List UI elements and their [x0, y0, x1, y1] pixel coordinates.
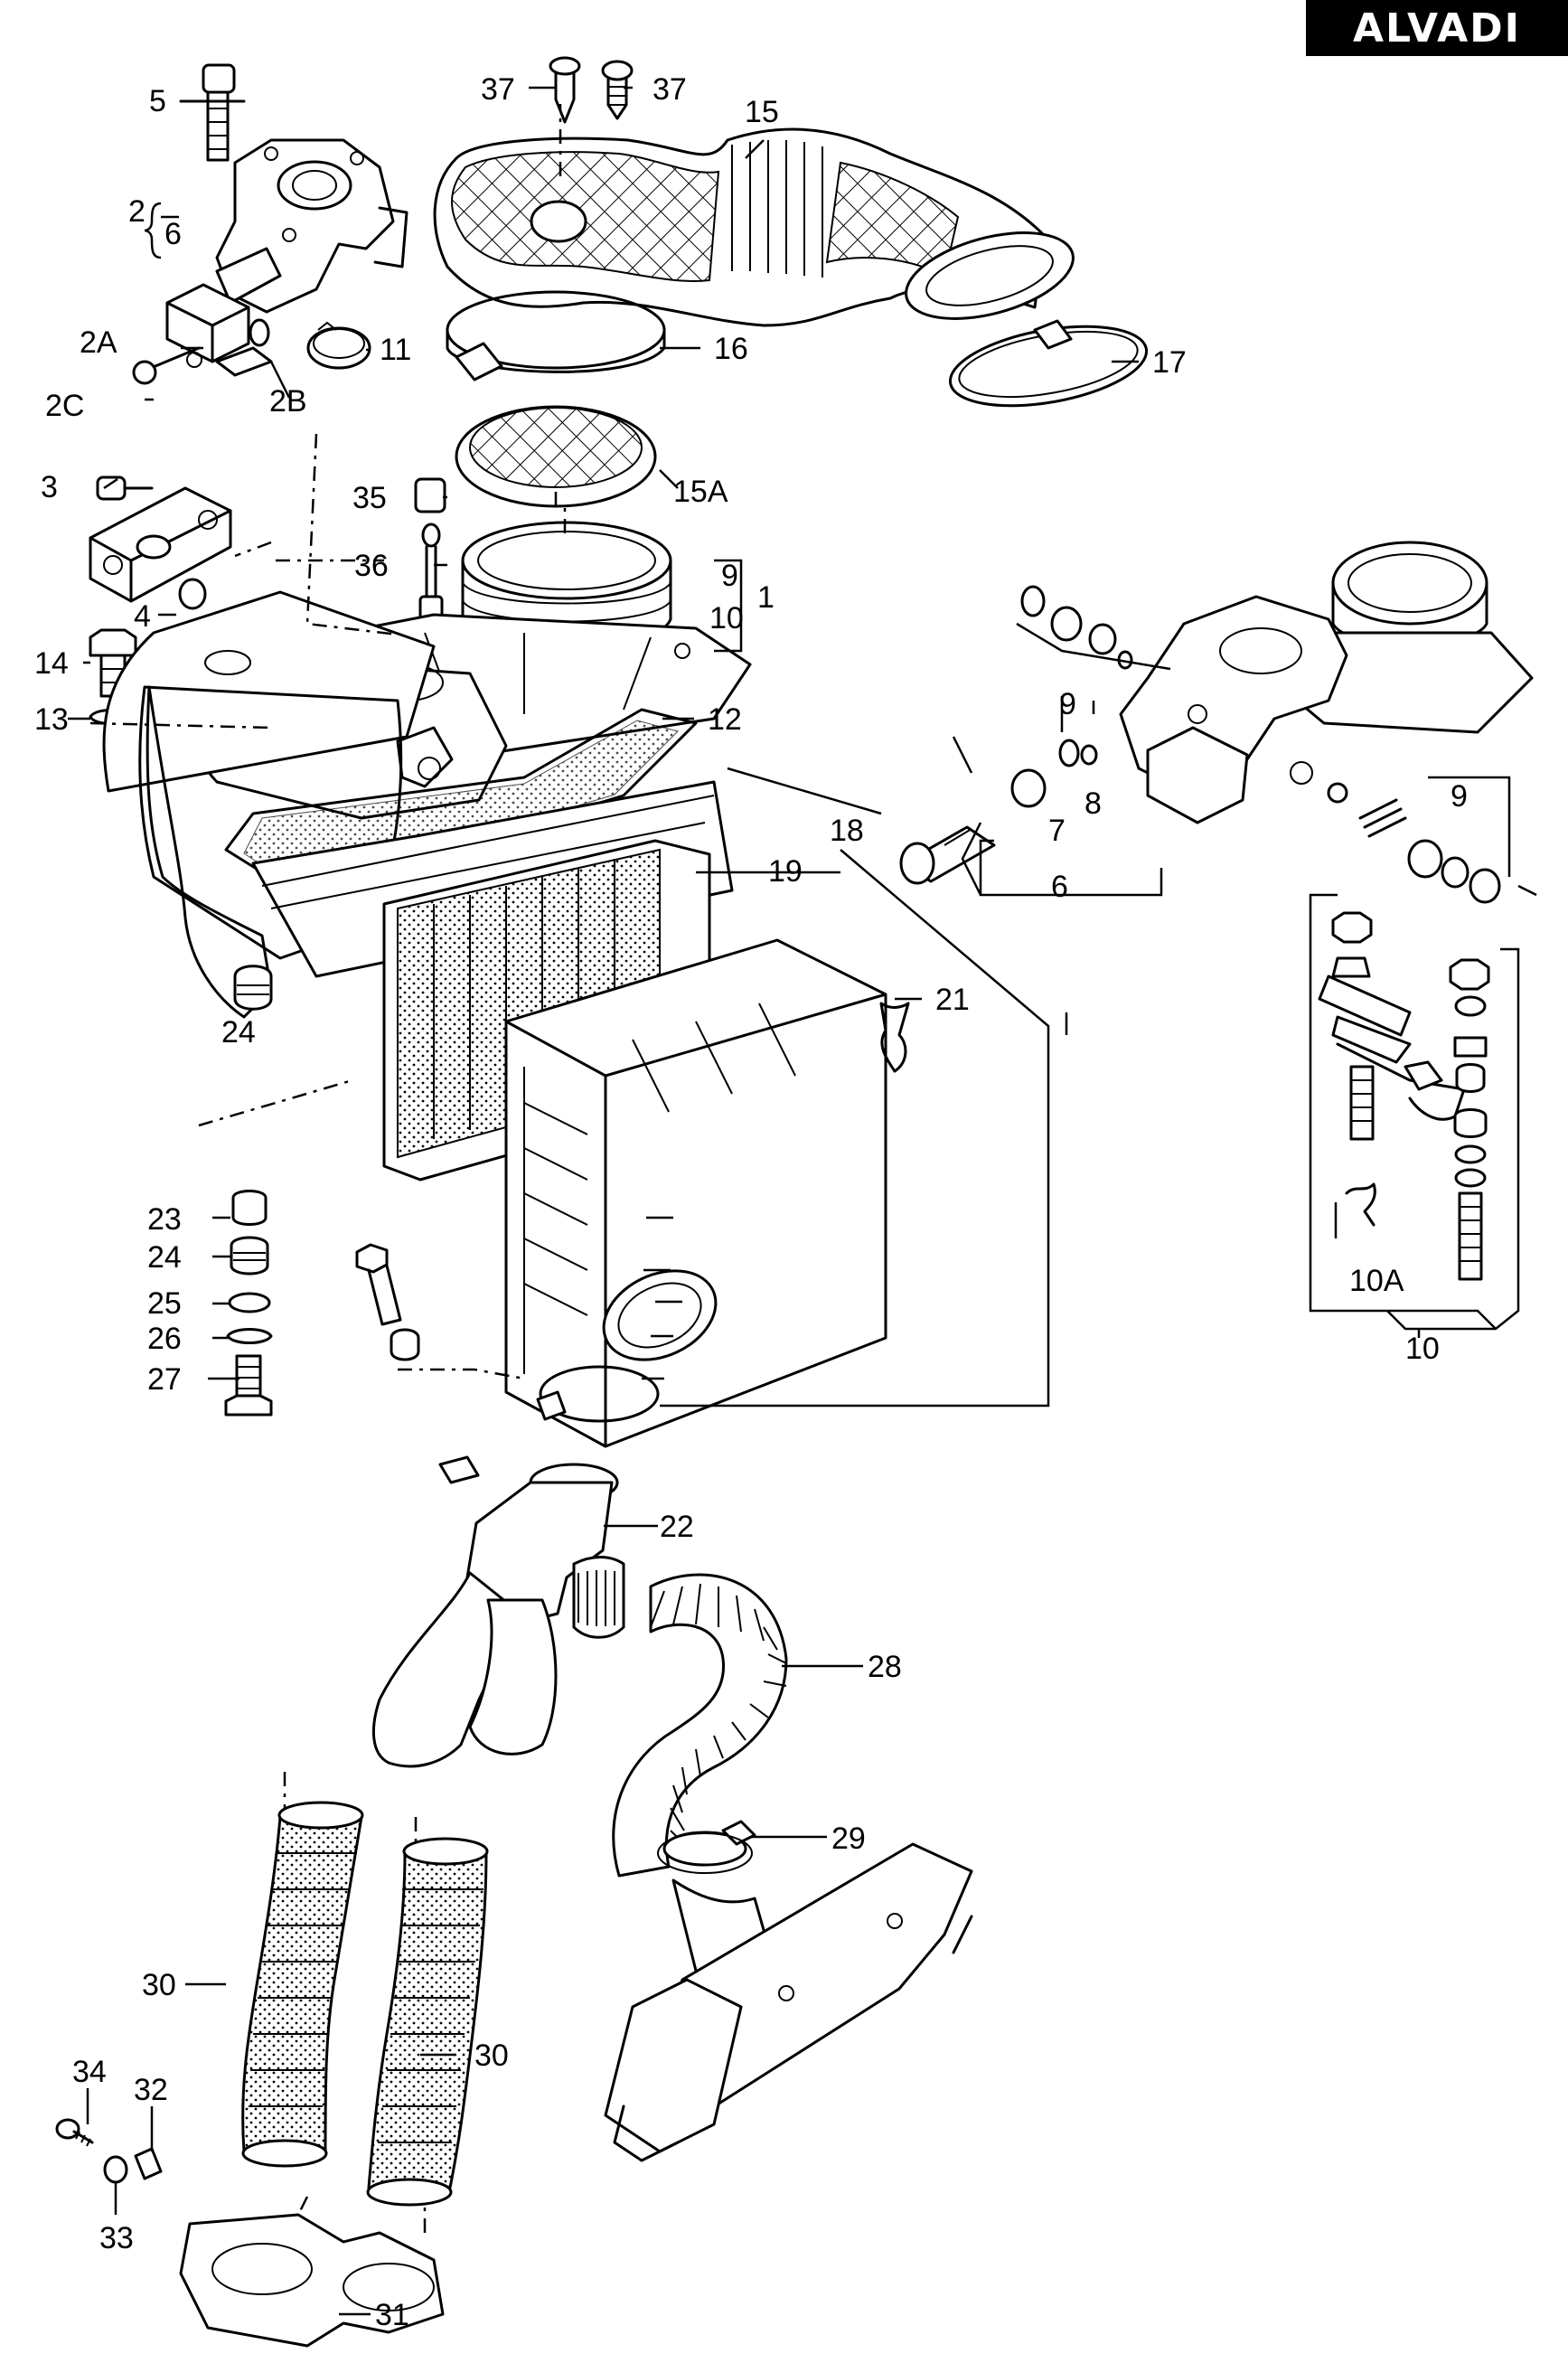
- part-labels: 5 2 6 2A 2C 2B 11 37 37 15 16 17 3 35 15…: [34, 72, 1468, 2332]
- label-24b: 24: [147, 1240, 182, 1275]
- part-31-flange: [179, 2213, 445, 2348]
- label-33: 33: [99, 2221, 134, 2255]
- part-30-hose-b: [366, 1837, 489, 2207]
- part-29-clamp: [657, 1820, 756, 1874]
- label-2A: 2A: [80, 325, 117, 360]
- part-23-cap: [231, 1190, 268, 1226]
- label-13: 13: [34, 702, 69, 737]
- label-28: 28: [868, 1650, 902, 1684]
- label-15: 15: [745, 95, 779, 129]
- label-9b: 9: [1059, 687, 1076, 721]
- part-4-ring: [178, 578, 207, 610]
- part-mount-bolt: [355, 1243, 420, 1361]
- part-27-bolt: [224, 1354, 273, 1417]
- part-26-washer: [226, 1328, 273, 1344]
- part-30-hose-a: [241, 1801, 364, 2168]
- part-2B-ring: [249, 318, 270, 347]
- part-11-clamp: [306, 321, 371, 370]
- label-1: 1: [757, 580, 775, 615]
- part-22-junction: [371, 1463, 625, 1768]
- part-24-grommet-a: [233, 965, 273, 1011]
- label-36: 36: [354, 549, 389, 583]
- part-21-clip: [879, 1002, 910, 1073]
- label-26: 26: [147, 1322, 182, 1356]
- label-37a: 37: [481, 72, 515, 107]
- label-4: 4: [134, 599, 151, 634]
- brand-badge: ALVADI: [1306, 0, 1568, 56]
- label-6b: 6: [1051, 870, 1068, 904]
- part-9-seal-set-b: [1327, 782, 1501, 904]
- part-5-bolt: [179, 63, 246, 162]
- label-11: 11: [380, 333, 411, 367]
- label-19: 19: [768, 854, 803, 889]
- label-37b: 37: [653, 72, 687, 107]
- label-2: 2: [128, 194, 146, 229]
- part-lower-duct: [604, 1842, 973, 2162]
- part-2A-sensor: [132, 283, 273, 385]
- label-10A: 10A: [1349, 1264, 1404, 1298]
- label-32: 32: [134, 2073, 168, 2107]
- label-34: 34: [72, 2055, 107, 2089]
- label-6: 6: [164, 217, 182, 251]
- label-30b: 30: [474, 2038, 509, 2073]
- part-15A-mesh-screen: [455, 405, 657, 508]
- label-5: 5: [149, 84, 166, 118]
- label-18: 18: [830, 814, 864, 848]
- label-10b: 10: [1405, 1332, 1440, 1366]
- part-17-clamp: [948, 319, 1149, 408]
- part-15-intake-bellows: [433, 127, 1075, 327]
- label-9c: 9: [1451, 779, 1468, 814]
- label-14: 14: [34, 646, 69, 681]
- label-2B: 2B: [269, 384, 307, 419]
- label-30a: 30: [142, 1968, 176, 2002]
- label-35: 35: [352, 481, 387, 515]
- leader-lines: [68, 86, 1537, 2316]
- part-18-filter-box: [504, 938, 887, 1448]
- part-throttle-body-assembly: [1119, 541, 1534, 824]
- part-37-screw-b: [601, 60, 634, 120]
- part-37-screw-a: [549, 56, 581, 124]
- part-35-cap: [414, 477, 446, 513]
- part-16-hose-clamp: [446, 290, 666, 381]
- label-12: 12: [708, 702, 742, 737]
- label-2C: 2C: [45, 389, 84, 423]
- label-7: 7: [1048, 814, 1066, 848]
- label-15A: 15A: [673, 475, 728, 509]
- part-28-corrugated-hose: [612, 1573, 788, 1878]
- part-36-nipple: [418, 522, 444, 624]
- label-25: 25: [147, 1286, 182, 1321]
- label-16: 16: [714, 332, 748, 366]
- label-21: 21: [935, 983, 970, 1017]
- label-9: 9: [721, 559, 738, 593]
- label-braces: [144, 202, 179, 259]
- label-27: 27: [147, 1362, 182, 1397]
- label-29: 29: [831, 1822, 866, 1856]
- part-10-linkage-kit: [1318, 911, 1490, 1281]
- label-22: 22: [660, 1510, 694, 1544]
- label-3: 3: [41, 470, 58, 504]
- label-8: 8: [1084, 786, 1102, 821]
- label-23: 23: [147, 1202, 182, 1237]
- part-32-nut: [134, 2147, 163, 2180]
- label-17: 17: [1152, 345, 1187, 380]
- label-10: 10: [709, 601, 744, 635]
- part-strap-clamp: [438, 1365, 660, 1484]
- label-24a: 24: [221, 1015, 256, 1050]
- part-6-screw-assembly: [899, 739, 1098, 885]
- label-31: 31: [375, 2298, 409, 2332]
- part-33-washer: [103, 2155, 128, 2184]
- part-9-seal-set-a: [1020, 585, 1133, 670]
- part-24-grommet-b: [230, 1236, 269, 1276]
- part-3-sensor: [89, 475, 232, 603]
- part-25-washer: [228, 1292, 271, 1313]
- brand-logo-text: ALVADI: [1353, 5, 1521, 52]
- part-34-screw: [55, 2118, 94, 2147]
- part-2-throttle-housing: [215, 138, 408, 314]
